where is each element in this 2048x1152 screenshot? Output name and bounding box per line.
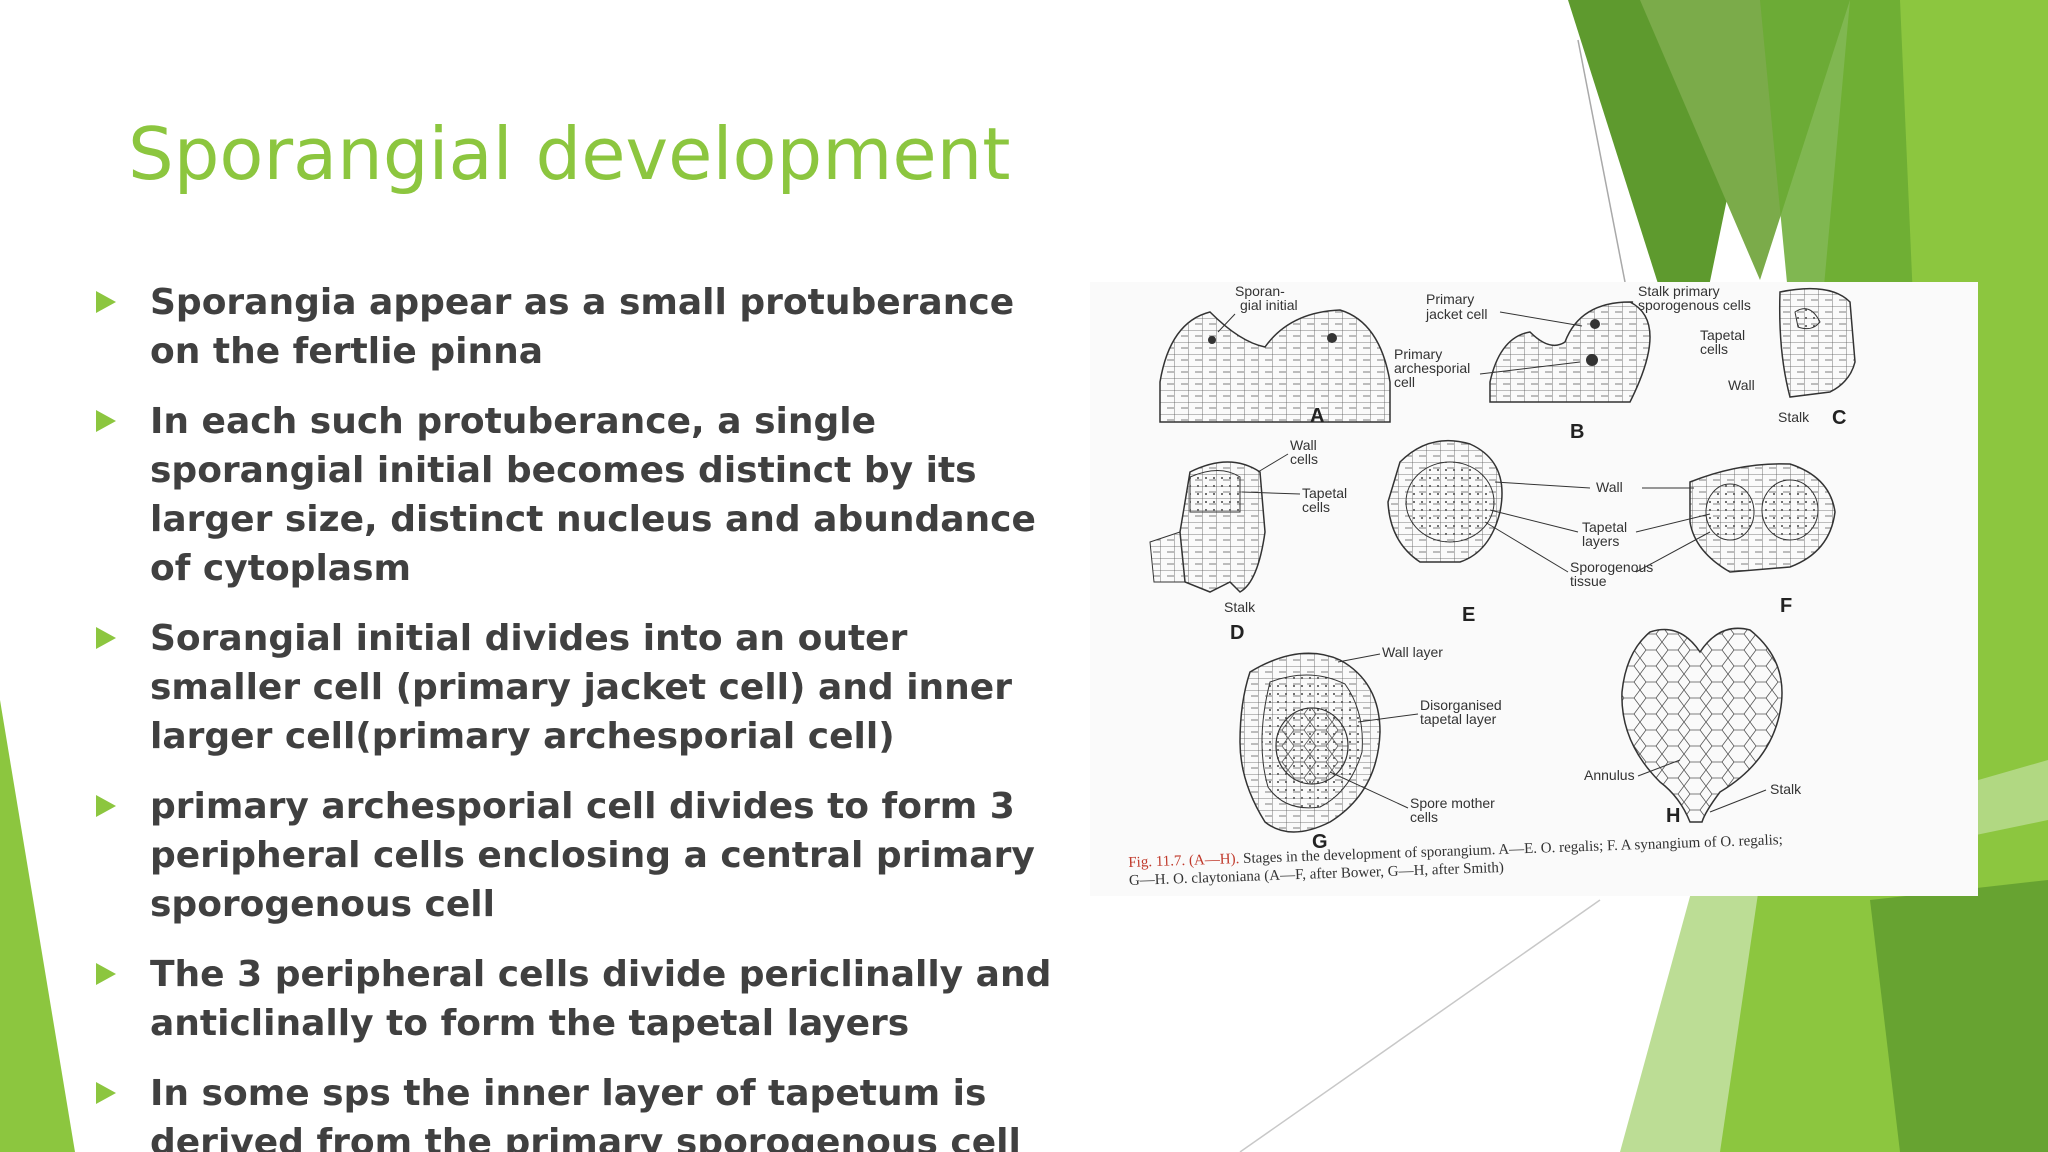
figure-letter-a: A: [1310, 405, 1324, 427]
bullet-item: The 3 peripheral cells divide periclinal…: [94, 950, 1054, 1048]
bullet-text: primary archesporial cell divides to for…: [150, 786, 1035, 925]
stage-h-drawing: [1621, 627, 1783, 823]
thin-line-bottom: [1239, 899, 1601, 1152]
label-sporangial-initial-2: gial initial: [1240, 297, 1298, 313]
label-tapetal-cells-c-2: cells: [1700, 341, 1728, 357]
figure-number: Fig. 11.7. (A—H).: [1128, 851, 1240, 871]
label-sporangial-initial: Sporan-: [1235, 283, 1285, 299]
label-stalk-c: Stalk: [1778, 409, 1810, 425]
label-tapetal-layers-2: layers: [1582, 533, 1619, 549]
label-tapetal-cells-c: Tapetal: [1700, 327, 1745, 343]
label-tapetal-cells-d-2: cells: [1302, 499, 1330, 515]
bottom-right-dark-shape: [1870, 880, 2048, 1152]
stage-f-drawing: [1689, 463, 1836, 573]
bullet-item: In some sps the inner layer of tapetum i…: [94, 1069, 1054, 1152]
stage-b-drawing: [1489, 301, 1651, 403]
figure-letter-f: F: [1780, 595, 1792, 617]
thin-line-top: [1577, 39, 1626, 283]
bullet-item: primary archesporial cell divides to for…: [94, 782, 1054, 929]
stage-a-drawing: [1159, 309, 1391, 423]
bullet-item: Sorangial initial divides into an outer …: [94, 614, 1054, 761]
label-stalk-h: Stalk: [1770, 781, 1802, 797]
label-wall-cells-2: cells: [1290, 451, 1318, 467]
label-tapetal-layers: Tapetal: [1582, 519, 1627, 535]
figure-letter-d: D: [1230, 622, 1244, 644]
label-wall-layer: Wall layer: [1382, 644, 1443, 660]
left-edge-shape: [0, 700, 75, 1152]
bullet-text: In each such protuberance, a single spor…: [150, 401, 1036, 589]
stage-c-drawing: [1778, 287, 1856, 398]
label-spore-mother-2: cells: [1410, 809, 1438, 825]
bullet-item: In each such protuberance, a single spor…: [94, 397, 1054, 593]
stage-e-drawing: [1387, 439, 1503, 563]
label-disorganised: Disorganised: [1420, 697, 1502, 713]
label-annulus: Annulus: [1584, 767, 1635, 783]
label-stalk-primary-2: sporogenous cells: [1638, 297, 1751, 313]
stage-d-drawing: [1149, 461, 1266, 593]
label-primary-archesporial-3: cell: [1394, 374, 1415, 390]
triangle-bullet-icon: [96, 795, 116, 817]
label-primary-archesporial: Primary: [1394, 346, 1442, 362]
triangle-bullet-icon: [96, 963, 116, 985]
bullet-text: The 3 peripheral cells divide periclinal…: [150, 954, 1052, 1044]
sporangium-diagram: Sporan- gial initial A Primary jacket ce…: [1149, 283, 1856, 853]
label-wall-e: Wall: [1596, 479, 1623, 495]
triangle-bullet-icon: [96, 1082, 116, 1104]
sporangium-figure: Sporan- gial initial A Primary jacket ce…: [1090, 282, 1978, 896]
figure-letter-h: H: [1666, 805, 1680, 827]
triangle-bullet-icon: [96, 410, 116, 432]
slide-title: Sporangial development: [128, 112, 1011, 196]
bullet-text: In some sps the inner layer of tapetum i…: [150, 1073, 1021, 1152]
label-wall-cells: Wall: [1290, 437, 1317, 453]
label-sporogenous-tissue: Sporogenous: [1570, 559, 1653, 575]
figure-letter-g: G: [1312, 831, 1328, 853]
label-sporogenous-tissue-2: tissue: [1570, 573, 1607, 589]
figure-letter-b: B: [1570, 421, 1584, 443]
label-stalk-primary: Stalk primary: [1638, 283, 1720, 299]
label-spore-mother: Spore mother: [1410, 795, 1495, 811]
figure-letter-c: C: [1832, 407, 1846, 429]
stage-g-drawing: [1239, 652, 1381, 833]
figure-letter-e: E: [1462, 604, 1475, 626]
triangle-bullet-icon: [96, 627, 116, 649]
label-primary-jacket-2: jacket cell: [1425, 306, 1487, 322]
bullet-text: Sorangial initial divides into an outer …: [150, 618, 1012, 757]
bullet-text: Sporangia appear as a small protuberance…: [150, 282, 1015, 372]
label-primary-archesporial-2: archesporial: [1394, 360, 1470, 376]
label-stalk-d: Stalk: [1224, 599, 1256, 615]
label-wall-c: Wall: [1728, 377, 1755, 393]
bullet-item: Sporangia appear as a small protuberance…: [94, 278, 1054, 376]
bullet-list: Sporangia appear as a small protuberance…: [94, 278, 1054, 1152]
label-primary-jacket: Primary: [1426, 291, 1474, 307]
triangle-bullet-icon: [96, 291, 116, 313]
label-disorganised-2: tapetal layer: [1420, 711, 1497, 727]
label-tapetal-cells-d: Tapetal: [1302, 485, 1347, 501]
